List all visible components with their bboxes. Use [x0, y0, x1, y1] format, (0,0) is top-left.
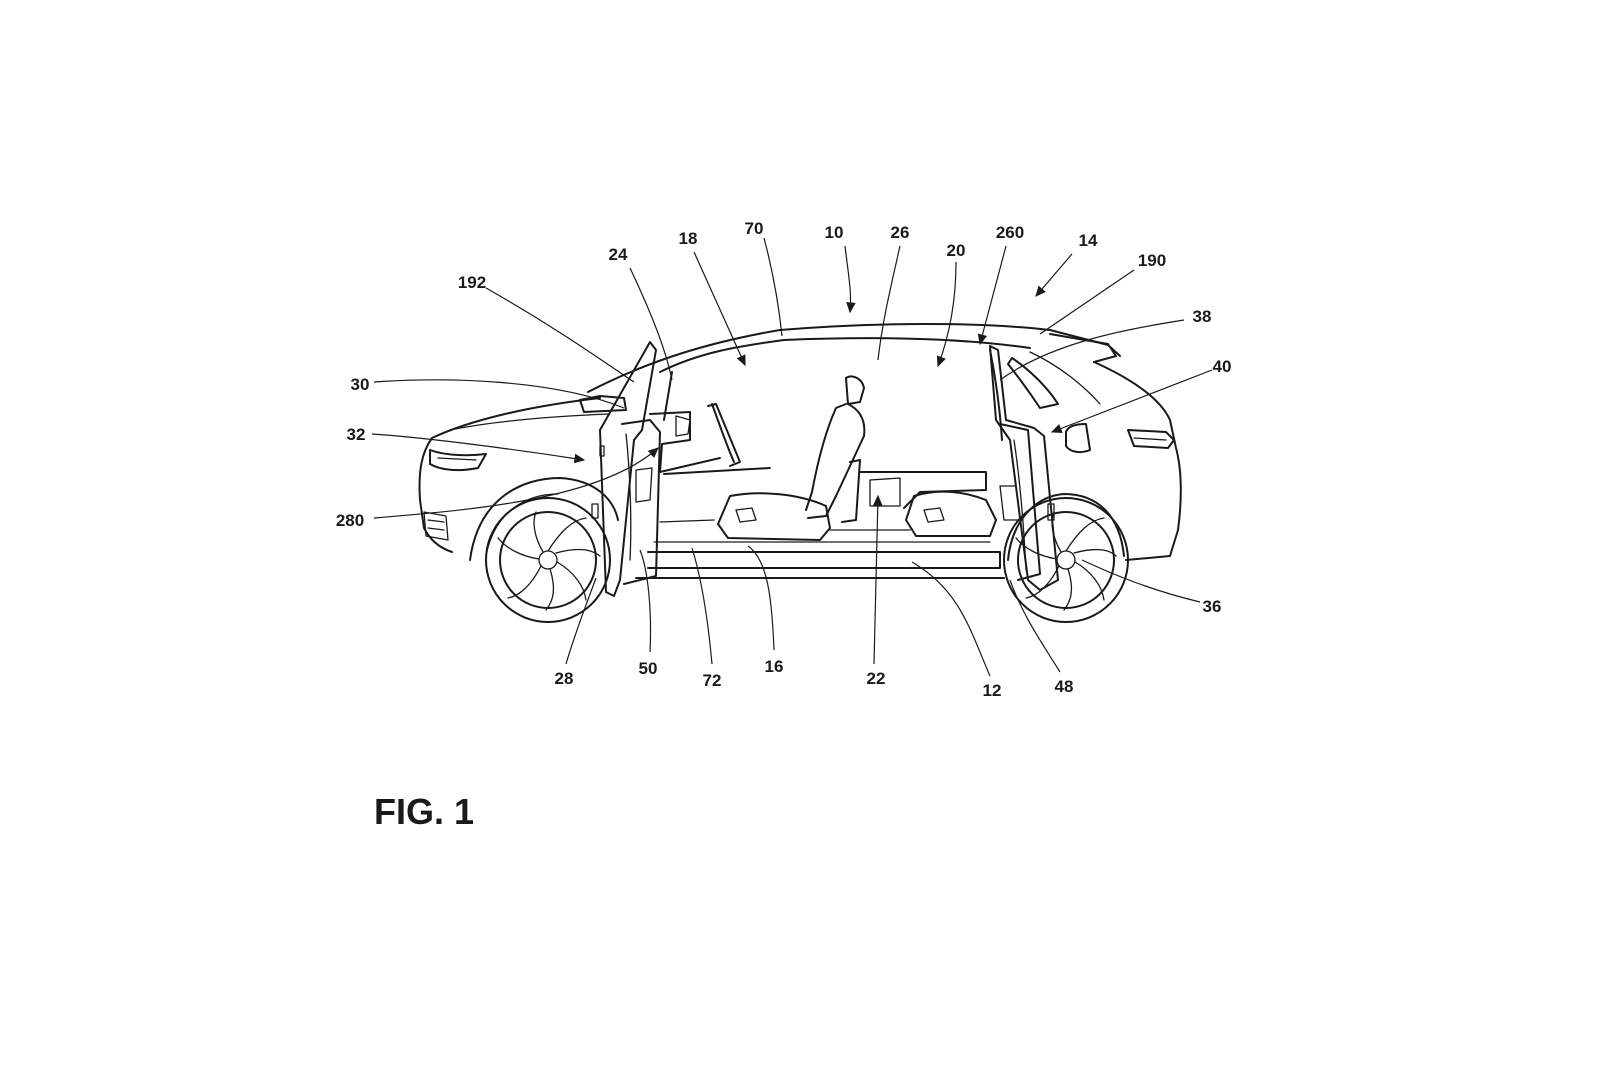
rear-door-open	[989, 345, 1059, 591]
ref-10: 10	[825, 223, 844, 242]
ref-16: 16	[765, 657, 784, 676]
ref-40: 40	[1213, 357, 1232, 376]
ref-72: 72	[703, 671, 722, 690]
ref-30: 30	[351, 375, 370, 394]
ref-32: 32	[347, 425, 366, 444]
ref-22: 22	[867, 669, 886, 688]
ref-190: 190	[1138, 251, 1166, 270]
ref-36: 36	[1203, 597, 1222, 616]
rear-wheel	[1003, 497, 1129, 623]
ref-280: 280	[336, 511, 364, 530]
ref-20: 20	[947, 241, 966, 260]
figure-label: FIG. 1	[374, 791, 474, 832]
leader-lines	[371, 237, 1213, 677]
ref-70: 70	[745, 219, 764, 238]
ref-260: 260	[996, 223, 1024, 242]
reference-numerals: 10 12 14 16 18 20 22 24 26 28 30 32 36 3…	[336, 219, 1232, 700]
interior	[649, 375, 997, 541]
front-wheel	[485, 497, 611, 623]
ref-192: 192	[458, 273, 486, 292]
front-door-open	[591, 341, 661, 597]
ref-24: 24	[609, 245, 628, 264]
ref-38: 38	[1193, 307, 1212, 326]
ref-18: 18	[679, 229, 698, 248]
ref-48: 48	[1055, 677, 1074, 696]
ref-26: 26	[891, 223, 910, 242]
ref-14: 14	[1079, 231, 1098, 250]
ref-50: 50	[639, 659, 658, 678]
ref-28: 28	[555, 669, 574, 688]
ref-12: 12	[983, 681, 1002, 700]
